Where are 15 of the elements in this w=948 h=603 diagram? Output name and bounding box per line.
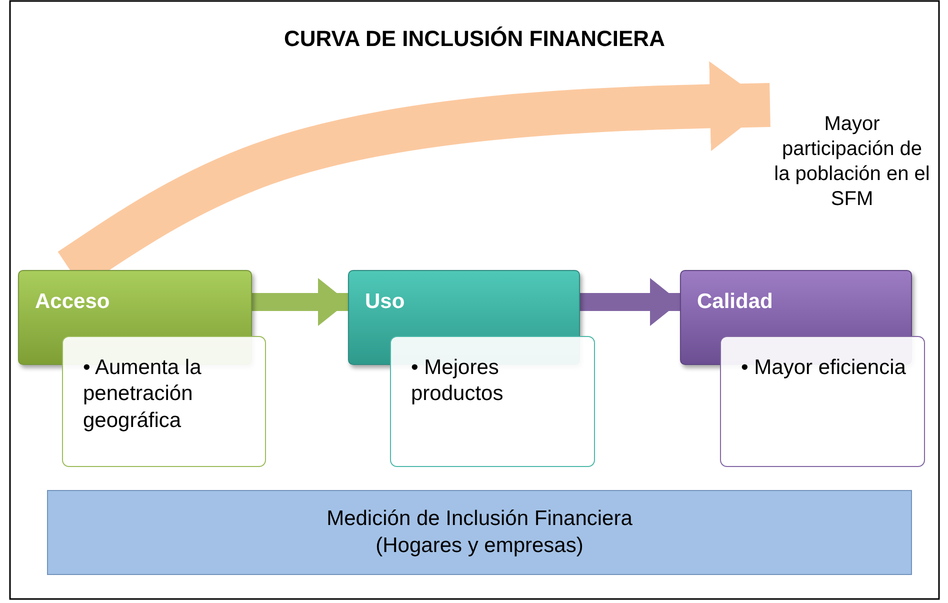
bullet-text: • Mejores productos <box>411 355 504 408</box>
band-text: Medición de Inclusión Financiera (Hogares y empresas) <box>326 506 634 558</box>
stage-title: Uso <box>365 289 405 315</box>
bullet-text: • Mayor eficiencia <box>741 355 906 381</box>
measurement-band <box>47 490 912 575</box>
arrow <box>580 278 680 326</box>
stage-detail-card <box>720 336 925 467</box>
bullet-text: • Aumenta la penetración geográfica <box>83 355 202 434</box>
stage-title: Acceso <box>35 289 110 315</box>
stage-detail-card <box>62 336 266 467</box>
stage-detail-card <box>390 336 595 467</box>
arrow <box>252 278 348 326</box>
outcome-label: Mayor participación de la población en el SFM <box>773 112 931 212</box>
stage-title: Calidad <box>697 289 773 315</box>
title: CURVA DE INCLUSIÓN FINANCIERA <box>283 26 666 52</box>
